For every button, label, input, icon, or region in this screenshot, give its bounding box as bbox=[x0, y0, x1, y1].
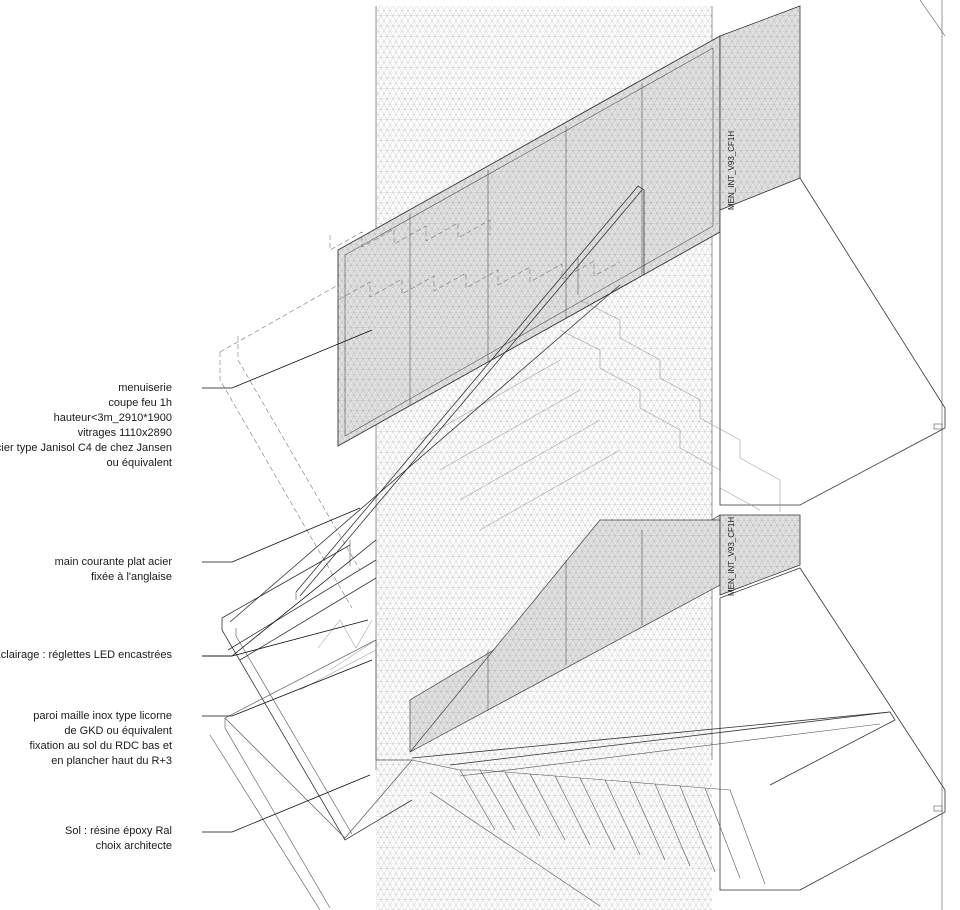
callout-line: Sol : résine époxy Ral bbox=[65, 825, 172, 837]
lower-landing bbox=[719, 567, 946, 891]
callout-line: vitrages 1110x2890 bbox=[77, 427, 172, 439]
callout-eclairage: Eclairage : réglettes LED encastrées bbox=[0, 648, 172, 663]
callout-line: main courante plat acier bbox=[54, 556, 172, 568]
door-tag: MEN_INT_V93_CF1H bbox=[727, 131, 736, 210]
callout-line: en plancher haut du R+3 bbox=[51, 755, 172, 767]
callout-sol: Sol : résine époxy Ral choix architecte bbox=[65, 824, 172, 854]
leader-lines bbox=[202, 329, 377, 833]
callout-line: Eclairage : réglettes LED encastrées bbox=[0, 649, 172, 661]
callout-line: menuiserie bbox=[118, 382, 172, 394]
middle-stair-flight bbox=[419, 299, 781, 531]
callout-line: choix architecte bbox=[95, 840, 172, 852]
callout-paroi-maille: paroi maille inox type licorne de GKD ou… bbox=[30, 709, 172, 769]
callout-main-courante: main courante plat acier fixée à l'angla… bbox=[55, 555, 172, 585]
upper-landing bbox=[719, 177, 946, 506]
callout-menuiserie: menuiserie coupe feu 1h hauteur<3m_2910*… bbox=[0, 381, 172, 471]
lower-door bbox=[719, 514, 801, 596]
callout-line: ou équivalent bbox=[106, 457, 172, 469]
callout-line: hauteur<3m_2910*1900 bbox=[53, 412, 172, 424]
callout-line: de GKD ou équivalent bbox=[64, 725, 172, 737]
led-strip bbox=[229, 284, 621, 623]
callout-line: acier type Janisol C4 de chez Jansen bbox=[0, 442, 172, 454]
handrail bbox=[295, 185, 645, 600]
callout-line: fixée à l'anglaise bbox=[91, 571, 172, 583]
bottom-floor-slab bbox=[224, 639, 413, 839]
lower-stair-steps bbox=[299, 619, 377, 691]
door-tag: MEN_INT_V93_CF1H bbox=[727, 517, 736, 596]
led-strip bbox=[227, 559, 377, 661]
callout-line: paroi maille inox type licorne bbox=[33, 710, 172, 722]
callout-line: coupe feu 1h bbox=[108, 397, 172, 409]
callout-line: fixation au sol du RDC bas et bbox=[29, 740, 172, 752]
lower-stair-left-stringer bbox=[221, 544, 413, 841]
bottom-stair-flight bbox=[411, 711, 896, 907]
